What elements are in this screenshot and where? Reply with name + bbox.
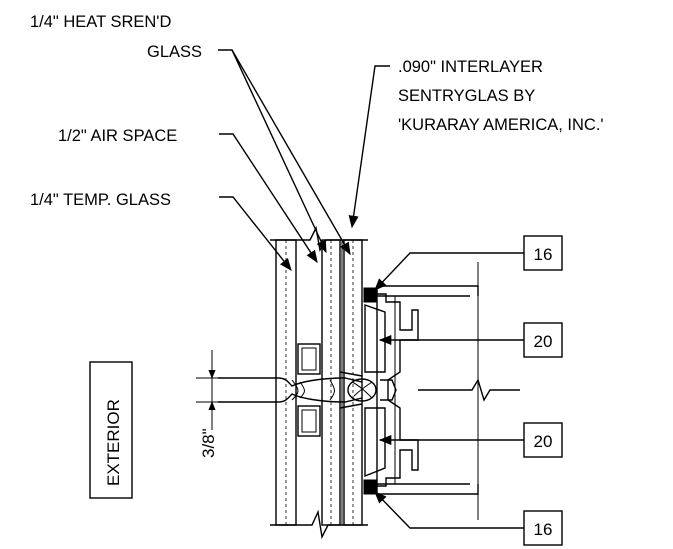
- interlayer-label-line1: .090" INTERLAYER: [398, 58, 543, 76]
- bottom-break-line: [270, 509, 368, 540]
- interlayer-leader: [348, 65, 390, 229]
- tempered-glass-label: 1/4" TEMP. GLASS: [30, 191, 171, 209]
- tag-box-bottom-setting: [523, 422, 563, 458]
- tag-bottom-setting: 20: [534, 432, 553, 451]
- bottom-gasket: [363, 479, 377, 495]
- tag-top-gasket: 16: [534, 245, 553, 264]
- top-break-line: [270, 225, 368, 252]
- top-setting-block: [364, 304, 386, 373]
- glazing-joint: [218, 371, 377, 409]
- tag-box-top-setting: [523, 322, 563, 358]
- bottom-gasket-leader: [374, 491, 524, 529]
- tag-top-setting: 20: [534, 332, 553, 351]
- bottom-setting-block: [364, 407, 386, 478]
- air-space-label: 1/2" AIR SPACE: [58, 127, 177, 145]
- top-spacer: [297, 343, 321, 375]
- mullion-break-line: [418, 378, 520, 402]
- insulated-glass-unit: [270, 225, 368, 540]
- exterior-label-box: [89, 361, 133, 499]
- top-gasket-leader: [374, 252, 524, 291]
- heat-strengthened-glass-label-line1: 1/4" HEAT SREN'D: [30, 13, 171, 31]
- dimension-label: 3/8": [199, 428, 218, 458]
- tag-bottom-gasket: 16: [534, 520, 553, 539]
- heat-strengthened-glass-label-line2: GLASS: [147, 43, 202, 61]
- exterior-label: EXTERIOR: [104, 399, 123, 486]
- interlayer-label-line2: SENTRYGLAS BY: [398, 87, 535, 105]
- heat-glass-leader-2: [231, 49, 351, 256]
- joint-width-dimension: 3/8": [196, 350, 225, 458]
- tag-box-top-gasket: [523, 235, 563, 271]
- top-gasket: [363, 287, 377, 303]
- interlayer-label-line3: 'KURARAY AMERICA, INC.': [398, 116, 604, 134]
- tag-box-bottom-gasket: [523, 510, 563, 546]
- air-space-leader: [219, 133, 318, 264]
- tempered-glass-leader: [219, 196, 292, 271]
- mullion-frame: [363, 262, 520, 520]
- bottom-spacer: [297, 405, 321, 437]
- heat-glass-leader-1: [218, 49, 327, 254]
- backer-rod: [347, 378, 377, 402]
